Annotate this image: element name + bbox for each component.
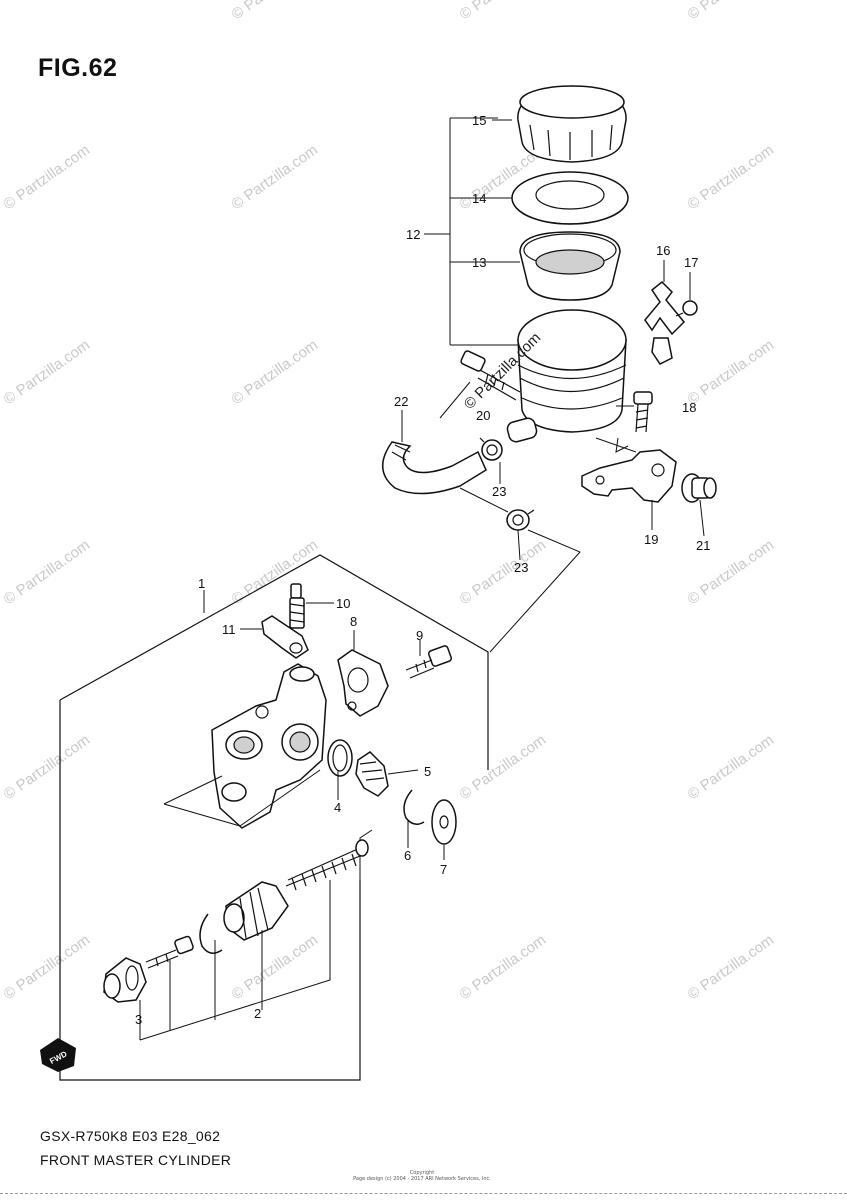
reservoir-hose [382,441,487,495]
copyright-line2: Page design (c) 2004 - 2017 ARI Network … [353,1176,491,1182]
bleeder-cap [261,615,309,659]
diaphragm-plate [511,171,629,225]
callout-2: 2 [254,1006,261,1021]
watermark: © Partzilla.com [1,336,94,408]
dust-seal [431,799,457,845]
callout-leaders [139,119,705,1012]
callout-9: 9 [416,628,423,643]
hose-clamp-lower [506,509,535,531]
callout-10: 10 [336,596,350,611]
watermark: © Partzilla.com [457,0,550,23]
hose-clip-bracket [644,280,686,365]
callout-23a: 23 [492,484,506,499]
sub-assembly-lines [163,769,373,880]
master-cylinder-body [211,663,327,829]
watermark: © Partzilla.com [457,931,550,1003]
callout-21: 21 [696,538,710,553]
hose-connector [355,751,389,797]
page-border [0,1193,847,1194]
o-ring [327,739,353,777]
callout-20: 20 [476,408,490,423]
diaphragm [519,231,621,301]
copyright-line1: Copyright [409,1170,435,1176]
bracket-bolt [633,391,653,433]
diagram-caption: FRONT MASTER CYLINDER [40,1152,232,1168]
watermark: © Partzilla.com [685,931,778,1003]
callout-3: 3 [135,1012,142,1027]
bracket-12 [424,117,528,346]
callout-18: 18 [682,400,696,415]
watermark: © Partzilla.com [685,731,778,803]
callout-22: 22 [394,394,408,409]
callout-6: 6 [404,848,411,863]
bracket-2 [139,880,331,1041]
watermark: © Partzilla.com [229,0,322,23]
clamp-bolt [405,645,453,679]
reservoir-mount-bolt [460,350,521,401]
fwd-direction-icon: FWD [40,1038,76,1072]
piston-assembly [223,839,369,941]
circlip-large [199,913,223,954]
callout-23b: 23 [514,560,528,575]
reservoir-tank: © Partzilla.com [461,309,627,443]
watermark: © Partzilla.com [229,536,322,608]
callout-8: 8 [350,614,357,629]
callout-1: 1 [198,576,205,591]
watermark: © Partzilla.com [457,731,550,803]
callout-12: 12 [406,227,420,242]
callout-17: 17 [684,255,698,270]
reservoir-cap [517,85,627,163]
model-code: GSX-R750K8 E03 E28_062 [40,1128,221,1144]
grommet [681,473,717,503]
callout-14: 14 [472,191,486,206]
figure-title: FIG.62 [38,54,118,82]
watermark: © Partzilla.com [1,536,94,608]
watermark: © Partzilla.com [685,0,778,23]
clip-screw [675,300,698,317]
bleeder-valve [289,583,305,629]
callout-13: 13 [472,255,486,270]
callout-4: 4 [334,800,341,815]
watermark: © Partzilla.com [1,931,94,1003]
watermark: © Partzilla.com [229,141,322,213]
watermark: © Partzilla.com [685,141,778,213]
watermark: © Partzilla.com [229,336,322,408]
watermark: © Partzilla.com [685,336,778,408]
reservoir-bracket [581,449,677,503]
callout-labels: 1 2 3 4 5 6 7 8 9 10 11 12 13 14 15 16 1… [135,113,710,1027]
handlebar-clamp [337,649,389,717]
callout-7: 7 [440,862,447,877]
routing-line [459,437,637,653]
watermark: © Partzilla.com [1,141,94,213]
watermark: © Partzilla.com [229,931,322,1003]
callout-11: 11 [222,622,236,637]
push-rod-boot [103,957,147,1003]
watermark: © Partzilla.com [1,731,94,803]
callout-5: 5 [424,764,431,779]
callout-16: 16 [656,243,670,258]
assembly-frame-1 [59,554,489,1081]
callout-19: 19 [644,532,658,547]
callout-15: 15 [472,113,486,128]
hose-clamp-upper [479,437,503,461]
watermark: © Partzilla.com [457,536,550,608]
watermark-layer: © Partzilla.com © Partzilla.com © Partzi… [1,0,778,1003]
push-rod [145,935,194,969]
circlip-small [403,789,425,825]
